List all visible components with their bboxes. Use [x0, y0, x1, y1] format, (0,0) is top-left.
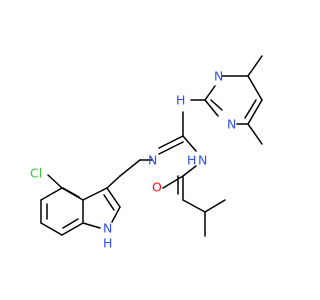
- bonds: [40, 55, 263, 237]
- bond: [158, 141, 184, 155]
- atom-label-n-imine: N: [148, 153, 157, 168]
- atom-label-n-pyrimidine-lower: N: [227, 117, 236, 132]
- molecule-structure-diagram: Cl N H N N N H O N H: [30, 55, 263, 251]
- bond: [40, 187, 63, 201]
- atom-label-n-amide: N: [198, 153, 207, 168]
- bond: [247, 75, 263, 101]
- atom-label-n-pyrimidine-upper: N: [214, 69, 223, 84]
- bond: [119, 159, 141, 177]
- atom-label-n-indole: N: [103, 221, 112, 236]
- bond: [106, 175, 121, 189]
- atom-label-cl: Cl: [30, 166, 42, 181]
- bond: [204, 85, 216, 101]
- atom-label-nh-top: H: [176, 93, 185, 108]
- bond: [103, 194, 115, 211]
- bond: [182, 165, 197, 177]
- bond: [111, 206, 121, 223]
- bond: [210, 99, 223, 111]
- atom-label-o: O: [152, 180, 162, 195]
- bond: [204, 99, 219, 117]
- bond: [244, 99, 257, 119]
- bond: [162, 175, 184, 189]
- bond: [82, 187, 108, 201]
- bond: [204, 199, 226, 213]
- bond: [247, 55, 263, 77]
- bond: [61, 222, 84, 236]
- atom-labels: Cl N H N N N H O N H: [30, 69, 236, 251]
- bond: [40, 222, 63, 236]
- bond: [182, 199, 206, 213]
- atom-label-h-indole: H: [103, 236, 112, 251]
- bond: [247, 123, 263, 145]
- bond: [158, 135, 184, 149]
- bond: [82, 222, 101, 229]
- bond: [62, 218, 79, 229]
- bond: [182, 135, 197, 152]
- bond: [247, 99, 263, 125]
- bond: [62, 187, 80, 198]
- bond: [47, 174, 63, 189]
- bond: [106, 187, 121, 208]
- atom-label-h-amide: H: [187, 153, 196, 168]
